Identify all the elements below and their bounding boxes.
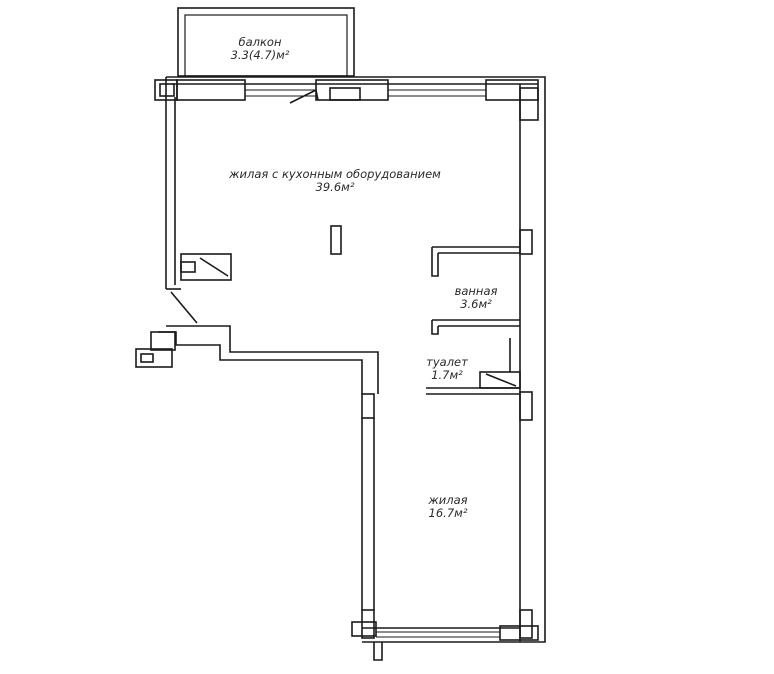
- toilet-label: туалет 1.7м²: [418, 356, 476, 382]
- bottom-stub: [373, 642, 383, 661]
- balcony-label: балкон 3.3(4.7)м²: [215, 36, 305, 62]
- balcony-name: балкон: [238, 35, 282, 49]
- vent-shaft: [180, 253, 232, 281]
- bathroom-label: ванная 3.6м²: [444, 285, 508, 311]
- toilet-area: 1.7м²: [431, 368, 463, 382]
- entrance: [135, 291, 379, 394]
- living-kitchen-label: жилая с кухонным оборудованием 39.6м²: [228, 168, 442, 194]
- balcony-door: [289, 89, 319, 104]
- toilet-walls: [426, 338, 521, 395]
- living-kitchen-area: 39.6м²: [315, 180, 355, 194]
- bottom-window: [376, 631, 500, 638]
- living-area: 16.7м²: [428, 506, 468, 520]
- bathroom-name: ванная: [454, 284, 498, 298]
- bathroom-walls: [431, 246, 520, 335]
- toilet-name: туалет: [426, 355, 468, 369]
- living-name: жилая: [428, 493, 468, 507]
- balcony: [177, 7, 355, 77]
- kitchen-column: [330, 225, 342, 255]
- bathroom-area: 3.6м²: [460, 297, 492, 311]
- living-kitchen-name: жилая с кухонным оборудованием: [229, 167, 441, 181]
- living-label: жилая 16.7м²: [416, 494, 480, 520]
- top-windows: [245, 83, 486, 97]
- living-room-walls: [361, 418, 375, 610]
- balcony-area: 3.3(4.7)м²: [230, 48, 290, 62]
